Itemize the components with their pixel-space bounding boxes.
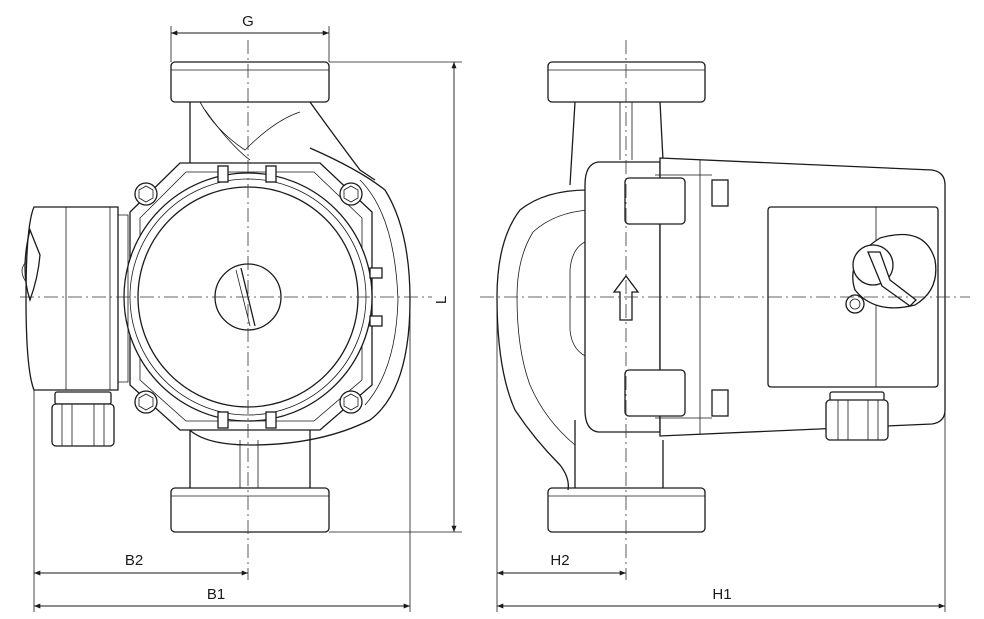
dim-label-h2: H2 — [550, 552, 569, 569]
side-top-flange — [547, 61, 706, 103]
side-volute — [496, 189, 589, 491]
dim-label-h1: H1 — [712, 586, 731, 603]
front-top-flange — [170, 61, 330, 103]
dim-label-l: L — [433, 296, 450, 304]
dim-label-b1: B1 — [207, 586, 225, 603]
speed-selector-knob-icon — [845, 233, 937, 314]
front-view — [20, 40, 432, 580]
side-view — [480, 40, 970, 580]
side-cable-gland-icon — [825, 391, 889, 441]
front-volute-casing — [184, 147, 411, 446]
bolt-top-right-icon — [339, 182, 363, 206]
dim-label-g: G — [242, 13, 254, 30]
cable-gland-icon — [51, 391, 115, 447]
front-bottom-flange — [170, 487, 330, 533]
bolt-bottom-right-icon — [339, 390, 363, 414]
bolt-bottom-left-icon — [134, 390, 158, 414]
bolt-top-left-icon — [134, 182, 158, 206]
dimensions: G L B2 B1 H2 H1 — [33, 13, 946, 612]
front-terminal-box — [25, 206, 119, 391]
dim-label-b2: B2 — [125, 552, 143, 569]
side-bottom-flange — [547, 487, 706, 533]
